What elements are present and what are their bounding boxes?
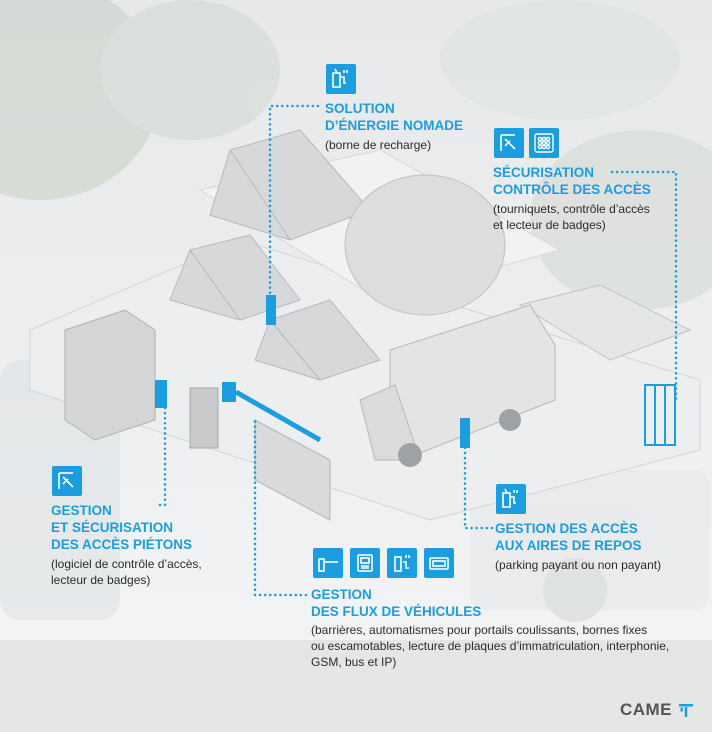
dome [344, 174, 506, 316]
bollard-icon [387, 548, 417, 578]
pedestrian-title: GESTION ET SÉCURISATION DES ACCÈS PIÉTON… [51, 503, 193, 552]
pedestrian-kiosk [64, 309, 219, 449]
leader-lines [158, 104, 678, 597]
pedestrian-desc: (logiciel de contrôle d’accès, lecteur d… [51, 557, 202, 587]
motorhome [359, 304, 556, 467]
security-desc: (tourniquets, contrôle d’accès et lecteu… [493, 202, 650, 232]
vehicle-barrier [222, 382, 331, 521]
tent [169, 129, 381, 381]
turnstile-icon [52, 466, 82, 496]
plate-reader-icon [424, 548, 454, 578]
brand-logo: CAME [620, 700, 694, 720]
background-trees [0, 0, 712, 310]
vehicle-flow-desc: (barrières, automatismes pour portails c… [311, 623, 670, 669]
vehicle-flow-title: GESTION DES FLUX DE VÉHICULES [311, 587, 482, 619]
charging-station-tent [266, 295, 276, 325]
full-height-turnstile [644, 384, 676, 446]
security-title: SÉCURISATION CONTRÔLE DES ACCÈS [493, 165, 651, 197]
access-control-grid-icon [529, 128, 559, 158]
rest-area-title: GESTION DES ACCÈS AUX AIRES DE REPOS [495, 521, 642, 553]
barrier-icon [313, 548, 343, 578]
brand-mark-icon [678, 702, 694, 718]
charging-station-icon [496, 484, 526, 514]
turnstile-icon [494, 128, 524, 158]
charging-station-parking [460, 418, 470, 448]
rest-area-desc: (parking payant ou non payant) [495, 558, 662, 572]
energy-title: SOLUTION D’ÉNERGIE NOMADE [325, 101, 464, 133]
energy-desc: (borne de recharge) [325, 138, 432, 152]
turnstile-pedestrian [155, 380, 167, 408]
charging-station-icon [326, 64, 356, 94]
intercom-icon [350, 548, 380, 578]
pool [518, 284, 692, 361]
brand-name: CAME [619, 700, 672, 719]
